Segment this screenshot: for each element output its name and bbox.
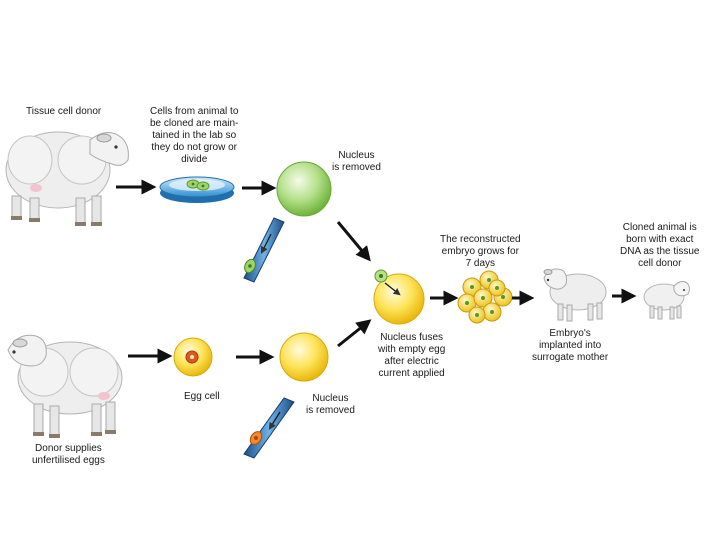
label-embryo-implanted: Embryo's implanted into surrogate mother (532, 328, 608, 364)
label-line: Embryo's (549, 328, 591, 339)
label-line: implanted into (538, 340, 602, 351)
label-line: DNA as the tissue (620, 246, 700, 257)
label-line: Donor supplies (35, 443, 102, 454)
label-egg-cell: Egg cell (184, 391, 220, 403)
enucleated-egg (279, 332, 329, 382)
label-line: 7 days (465, 258, 496, 269)
label-nucleus-fuses: Nucleus fuses with empty egg after elect… (378, 332, 445, 380)
label-line: they do not grow or (151, 142, 237, 153)
pipette-icon (243, 397, 295, 459)
label-line: Nucleus (312, 393, 349, 404)
label-line: with empty egg (378, 344, 446, 355)
egg-cell (173, 337, 213, 377)
label-embryo-grows: The reconstructed embryo grows for 7 day… (440, 234, 521, 270)
surrogate-sheep-icon (543, 268, 607, 322)
arrow-cell-to-fusion (336, 221, 371, 262)
pipette-icon (243, 217, 285, 283)
label-line: current applied (378, 368, 445, 379)
label-cloned-animal: Cloned animal is born with exact DNA as … (620, 222, 699, 270)
label-line: be cloned are main- (150, 118, 239, 129)
label-line: cell donor (638, 258, 682, 269)
label-line: unfertilised eggs (32, 455, 105, 466)
fused-cell (373, 269, 425, 325)
label-line: born with exact (626, 234, 694, 245)
label-line: divide (181, 154, 208, 165)
label-line: surrogate mother (532, 352, 609, 363)
petri-dish-icon (159, 176, 235, 203)
label-egg-donor: Donor supplies unfertilised eggs (32, 443, 105, 467)
label-egg-cell-text: Egg cell (184, 391, 220, 402)
label-tissue-donor: Tissue cell donor (26, 106, 101, 118)
tissue-cell (276, 161, 332, 217)
label-line: is removed (306, 405, 355, 416)
label-line: after electric (384, 356, 439, 367)
label-line: Cloned animal is (622, 222, 697, 233)
label-line: tained in the lab so (152, 130, 237, 141)
label-line: Nucleus (338, 150, 375, 161)
tissue-donor-sheep-icon (5, 131, 129, 226)
label-nucleus-removed-top: Nucleus is removed (332, 150, 381, 174)
egg-donor-sheep-icon (7, 334, 123, 438)
label-line: is removed (332, 162, 381, 173)
label-line: The reconstructed (440, 234, 521, 245)
label-line: Cells from animal to (150, 106, 239, 117)
label-line: Nucleus fuses (380, 332, 444, 343)
label-line: embryo grows for (441, 246, 519, 257)
embryo-cluster (457, 270, 513, 324)
label-nucleus-removed-bottom: Nucleus is removed (306, 393, 355, 417)
arrow-egg-to-fusion (337, 319, 372, 348)
cloned-lamb-icon (643, 280, 690, 320)
label-cells-cultured: Cells from animal to be cloned are main-… (150, 106, 238, 166)
label-tissue-donor-text: Tissue cell donor (26, 106, 102, 117)
